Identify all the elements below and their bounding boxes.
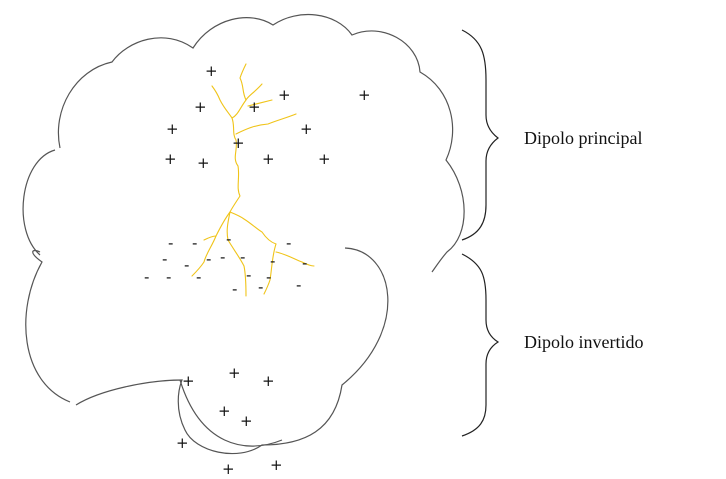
positive-charge: +: [194, 98, 207, 116]
negative-charge: -: [192, 234, 197, 252]
negative-charge: -: [246, 266, 251, 284]
positive-charge: +: [318, 150, 331, 168]
negative-charge: -: [266, 268, 271, 286]
positive-charge: +: [176, 434, 189, 452]
positive-charge: +: [166, 120, 179, 138]
lightning-branch-left-small: [203, 235, 217, 241]
inverted-dipole-brace: [461, 253, 500, 437]
negative-charge: -: [286, 234, 291, 252]
positive-charge: +: [270, 456, 283, 474]
positive-charge: +: [205, 62, 218, 80]
lightning-branch-top-right: [235, 113, 297, 135]
negative-charge: -: [220, 248, 225, 266]
negative-charge: -: [168, 234, 173, 252]
upper-cloud-outline: [22, 13, 465, 273]
negative-charge: -: [162, 250, 167, 268]
middle-negative-charges: - - - - - - - - - - - - - - - - - - -: [144, 230, 307, 298]
negative-charge: -: [196, 268, 201, 286]
lightning-branch-lower-mid: [226, 211, 247, 297]
negative-charge: -: [240, 248, 245, 266]
positive-charge: +: [164, 150, 177, 168]
positive-charge: +: [358, 86, 371, 104]
negative-charge: -: [302, 254, 307, 272]
lower-cloud-inner-arc: [179, 379, 283, 447]
lightning-branch-lower-right: [263, 243, 277, 295]
inverted-dipole-label: Dipolo invertido: [524, 332, 644, 352]
positive-charge: +: [232, 134, 245, 152]
main-dipole-label: Dipolo principal: [524, 128, 642, 148]
lightning-branch-top-left: [211, 85, 233, 119]
negative-charge: -: [296, 276, 301, 294]
negative-charge: -: [258, 278, 263, 296]
negative-charge: -: [144, 268, 149, 286]
positive-charge: +: [262, 372, 275, 390]
lightning-branch-lower-left: [191, 211, 231, 277]
positive-charge: +: [197, 154, 210, 172]
positive-charge: +: [262, 150, 275, 168]
lightning-branch-right-upper: [247, 99, 273, 107]
upper-positive-charges: + + + + + + + + + + + +: [164, 62, 371, 172]
lower-positive-charges: + + + + + + + +: [176, 364, 283, 478]
positive-charge: +: [218, 402, 231, 420]
positive-charge: +: [228, 364, 241, 382]
positive-charge: +: [182, 372, 195, 390]
lightning-branch-top-mid: [239, 63, 247, 101]
negative-charge: -: [184, 256, 189, 274]
positive-charge: +: [240, 412, 253, 430]
positive-charge: +: [248, 98, 261, 116]
lightning-branch-far-right: [275, 251, 315, 267]
positive-charge: +: [222, 460, 235, 478]
negative-charge: -: [232, 280, 237, 298]
lower-cloud-outline: [25, 247, 389, 455]
positive-charge: +: [278, 86, 291, 104]
main-dipole-brace: [461, 29, 499, 241]
negative-charge: -: [166, 268, 171, 286]
lightning-main-channel: [229, 83, 277, 245]
negative-charge: -: [270, 252, 275, 270]
negative-charge: -: [226, 230, 231, 248]
positive-charge: +: [300, 120, 313, 138]
negative-charge: -: [206, 250, 211, 268]
lightning-branches: [191, 63, 315, 297]
